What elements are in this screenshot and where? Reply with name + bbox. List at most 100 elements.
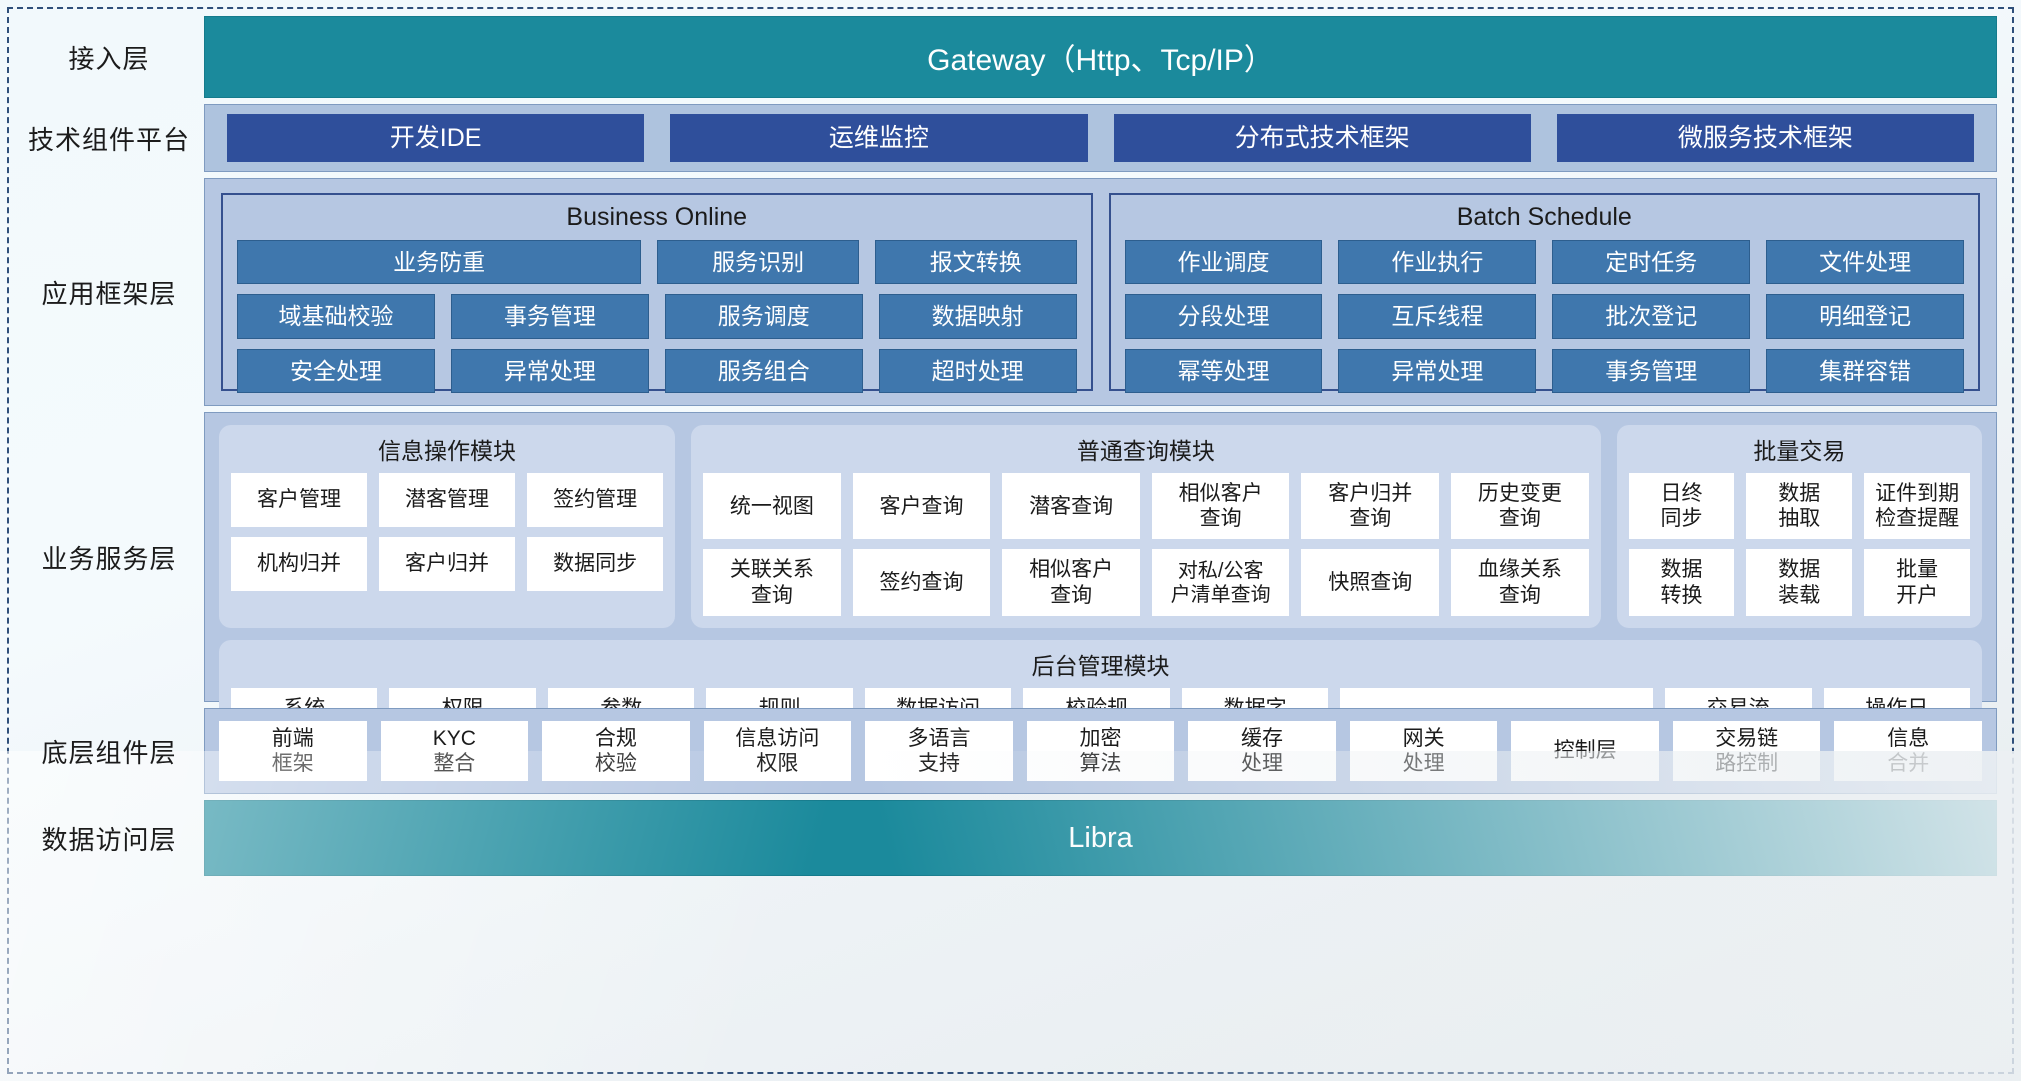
biz-chip-contract-query[interactable]: 签约查询 (852, 549, 991, 616)
biz-chip-eod-sync[interactable]: 日终 同步 (1628, 473, 1735, 540)
app-chip-exception-handling[interactable]: 异常处理 (450, 348, 649, 394)
comp-chip-info-merge[interactable]: 信息 合并 (1834, 721, 1983, 781)
group-batch-schedule: Batch Schedule 作业调度 作业执行 定时任务 文件处理 分段处理 … (1108, 193, 1980, 394)
app-chip-batch-register[interactable]: 批次登记 (1552, 294, 1751, 339)
biz-chip-private-public-customer-list-query[interactable]: 对私/公客 户清单查询 (1151, 549, 1290, 616)
business-modules-row: 信息操作模块 客户管理 潜客管理 签约管理 机构归并 客户归并 (219, 425, 1983, 628)
biz-chip-data-load[interactable]: 数据 装载 (1746, 549, 1853, 616)
app-chip-job-execute[interactable]: 作业执行 (1338, 240, 1537, 285)
module-title-batch-transaction: 批量交易 (1753, 438, 1846, 464)
app-chip-file-processing[interactable]: 文件处理 (1766, 240, 1964, 285)
module-row: 日终 同步 数据 抽取 证件到期 检查提醒 (1628, 473, 1970, 540)
layer-label-component: 底层组件层 (41, 737, 177, 768)
comp-chip-encryption-algorithm[interactable]: 加密 算法 (1026, 721, 1175, 781)
row-app-framework: 应用框架层 Business Online 业务防重 服务识别 报文转换 域 (14, 178, 1997, 406)
tech-chip-ops-monitor[interactable]: 运维监控 (670, 113, 1088, 163)
app-chip-detail-register[interactable]: 明细登记 (1766, 294, 1964, 339)
app-chip-service-composition[interactable]: 服务组合 (664, 348, 863, 394)
biz-chip-data-transform[interactable]: 数据 转换 (1628, 549, 1735, 616)
app-chip-data-mapping[interactable]: 数据映射 (878, 294, 1077, 339)
module-title-admin-backend: 后台管理模块 (1031, 652, 1170, 679)
app-chip-exception-handling-batch[interactable]: 异常处理 (1338, 348, 1537, 394)
app-chip-service-identify[interactable]: 服务识别 (657, 240, 859, 285)
comp-chip-info-access-permission[interactable]: 信息访问 权限 (703, 721, 852, 781)
biz-chip-unified-view[interactable]: 统一视图 (703, 473, 841, 540)
biz-chip-similar-customer-query[interactable]: 相似客户 查询 (1151, 473, 1290, 540)
biz-chip-lineage-query[interactable]: 血缘关系 查询 (1451, 549, 1589, 616)
row-data-access: 数据访问层 Libra (14, 800, 1997, 876)
component-layer-panel: 前端 框架 KYC 整合 合规 校验 信息访问 权限 多语言 支持 加密 算法 … (204, 708, 1997, 794)
module-row: 关联关系 查询 签约查询 相似客户 查询 对私/公客 户清单查询 快照查询 血缘… (703, 549, 1589, 616)
app-chip-service-schedule[interactable]: 服务调度 (664, 294, 863, 339)
app-chip-mutex-thread[interactable]: 互斥线程 (1338, 294, 1537, 339)
biz-chip-data-sync[interactable]: 数据同步 (527, 537, 664, 591)
app-chip-security-processing[interactable]: 安全处理 (237, 348, 435, 394)
row-tech-platform: 技术组件平台 开发IDE 运维监控 分布式技术框架 微服务技术框架 (14, 104, 1997, 172)
layer-label-access: 接入层 (68, 43, 150, 74)
biz-chip-customer-merge[interactable]: 客户归并 (379, 537, 516, 591)
app-chip-segment-processing[interactable]: 分段处理 (1124, 294, 1323, 339)
biz-chip-batch-account-open[interactable]: 批量 开户 (1864, 549, 1970, 616)
app-row: 分段处理 互斥线程 批次登记 明细登记 (1124, 294, 1964, 339)
app-row: 安全处理 异常处理 服务组合 超时处理 (237, 348, 1077, 394)
layer-label-app-framework: 应用框架层 (41, 278, 177, 309)
comp-chip-frontend-framework[interactable]: 前端 框架 (219, 721, 367, 781)
tech-chip-ide[interactable]: 开发IDE (227, 113, 645, 163)
app-chip-timed-task[interactable]: 定时任务 (1552, 240, 1751, 285)
comp-chip-kyc-integration[interactable]: KYC 整合 (380, 721, 529, 781)
app-row: 幂等处理 异常处理 事务管理 集群容错 (1124, 348, 1964, 394)
biz-chip-relation-query[interactable]: 关联关系 查询 (703, 549, 841, 616)
app-chip-job-schedule[interactable]: 作业调度 (1124, 240, 1323, 285)
biz-chip-similar-customer-query-2[interactable]: 相似客户 查询 (1002, 549, 1140, 616)
comp-chip-compliance-check[interactable]: 合规 校验 (542, 721, 690, 781)
libra-bar[interactable]: Libra (204, 800, 1997, 876)
comp-chip-multilanguage-support[interactable]: 多语言 支持 (865, 721, 1013, 781)
biz-chip-customer-merge-query[interactable]: 客户归并 查询 (1301, 473, 1440, 540)
app-chip-transaction-mgmt[interactable]: 事务管理 (450, 294, 649, 339)
app-row: 作业调度 作业执行 定时任务 文件处理 (1124, 240, 1964, 285)
module-title-common-query: 普通查询模块 (1076, 438, 1215, 464)
biz-chip-customer-query[interactable]: 客户查询 (852, 473, 991, 540)
biz-chip-data-extract[interactable]: 数据 抽取 (1746, 473, 1853, 540)
row-business-service: 业务服务层 信息操作模块 客户管理 潜客管理 签约管理 (14, 412, 1997, 767)
module-row: 客户管理 潜客管理 签约管理 (231, 473, 664, 527)
app-chip-domain-base-validate[interactable]: 域基础校验 (237, 294, 435, 339)
layer-label-data-access: 数据访问层 (41, 824, 177, 855)
biz-chip-contract-mgmt[interactable]: 签约管理 (527, 473, 664, 527)
tech-chip-microservice-framework[interactable]: 微服务技术框架 (1556, 113, 1974, 163)
comp-chip-transaction-link-control[interactable]: 交易链 路控制 (1672, 721, 1821, 781)
business-service-panel: 信息操作模块 客户管理 潜客管理 签约管理 机构归并 客户归并 (204, 412, 1997, 767)
comp-chip-control-layer[interactable]: 控制层 (1511, 721, 1659, 781)
comp-chip-gateway-processing[interactable]: 网关 处理 (1349, 721, 1498, 781)
layer-label-business-service: 业务服务层 (41, 543, 177, 574)
module-row: 数据 转换 数据 装载 批量 开户 (1628, 549, 1970, 616)
gateway-bar[interactable]: Gateway（Http、Tcp/IP） (204, 16, 1997, 98)
group-business-online: Business Online 业务防重 服务识别 报文转换 域基础校验 事务管… (221, 193, 1093, 394)
group-title-batch-schedule: Batch Schedule (1456, 203, 1632, 231)
module-common-query: 普通查询模块 统一视图 客户查询 潜客查询 相似客户 查询 客户归并 查询 历史… (691, 425, 1601, 628)
app-chip-message-transform[interactable]: 报文转换 (874, 240, 1077, 285)
app-chip-timeout-handling[interactable]: 超时处理 (878, 348, 1077, 394)
biz-chip-snapshot-query[interactable]: 快照查询 (1301, 549, 1440, 616)
tech-chip-distributed-framework[interactable]: 分布式技术框架 (1113, 113, 1531, 163)
app-chip-business-dedup[interactable]: 业务防重 (237, 240, 642, 285)
biz-chip-prospect-query[interactable]: 潜客查询 (1002, 473, 1140, 540)
module-row: 统一视图 客户查询 潜客查询 相似客户 查询 客户归并 查询 历史变更 查询 (703, 473, 1589, 540)
module-info-operation: 信息操作模块 客户管理 潜客管理 签约管理 机构归并 客户归并 (219, 425, 676, 628)
comp-chip-cache-processing[interactable]: 缓存 处理 (1188, 721, 1336, 781)
app-row: 域基础校验 事务管理 服务调度 数据映射 (237, 294, 1077, 339)
app-chip-cluster-fault-tolerance[interactable]: 集群容错 (1766, 348, 1964, 394)
biz-chip-org-merge[interactable]: 机构归并 (231, 537, 368, 591)
module-row: 机构归并 客户归并 数据同步 (231, 537, 664, 591)
app-chip-transaction-mgmt-batch[interactable]: 事务管理 (1552, 348, 1751, 394)
app-row: 业务防重 服务识别 报文转换 (237, 240, 1077, 285)
biz-chip-customer-mgmt[interactable]: 客户管理 (231, 473, 368, 527)
layer-label-tech-platform: 技术组件平台 (27, 124, 190, 155)
biz-chip-prospect-mgmt[interactable]: 潜客管理 (379, 473, 516, 527)
biz-chip-certificate-expiry-reminder[interactable]: 证件到期 检查提醒 (1864, 473, 1970, 540)
app-framework-panel: Business Online 业务防重 服务识别 报文转换 域基础校验 事务管… (204, 178, 1997, 406)
app-chip-idempotent-handling[interactable]: 幂等处理 (1124, 348, 1323, 394)
tech-platform-panel: 开发IDE 运维监控 分布式技术框架 微服务技术框架 (204, 104, 1997, 172)
biz-chip-history-change-query[interactable]: 历史变更 查询 (1451, 473, 1589, 540)
